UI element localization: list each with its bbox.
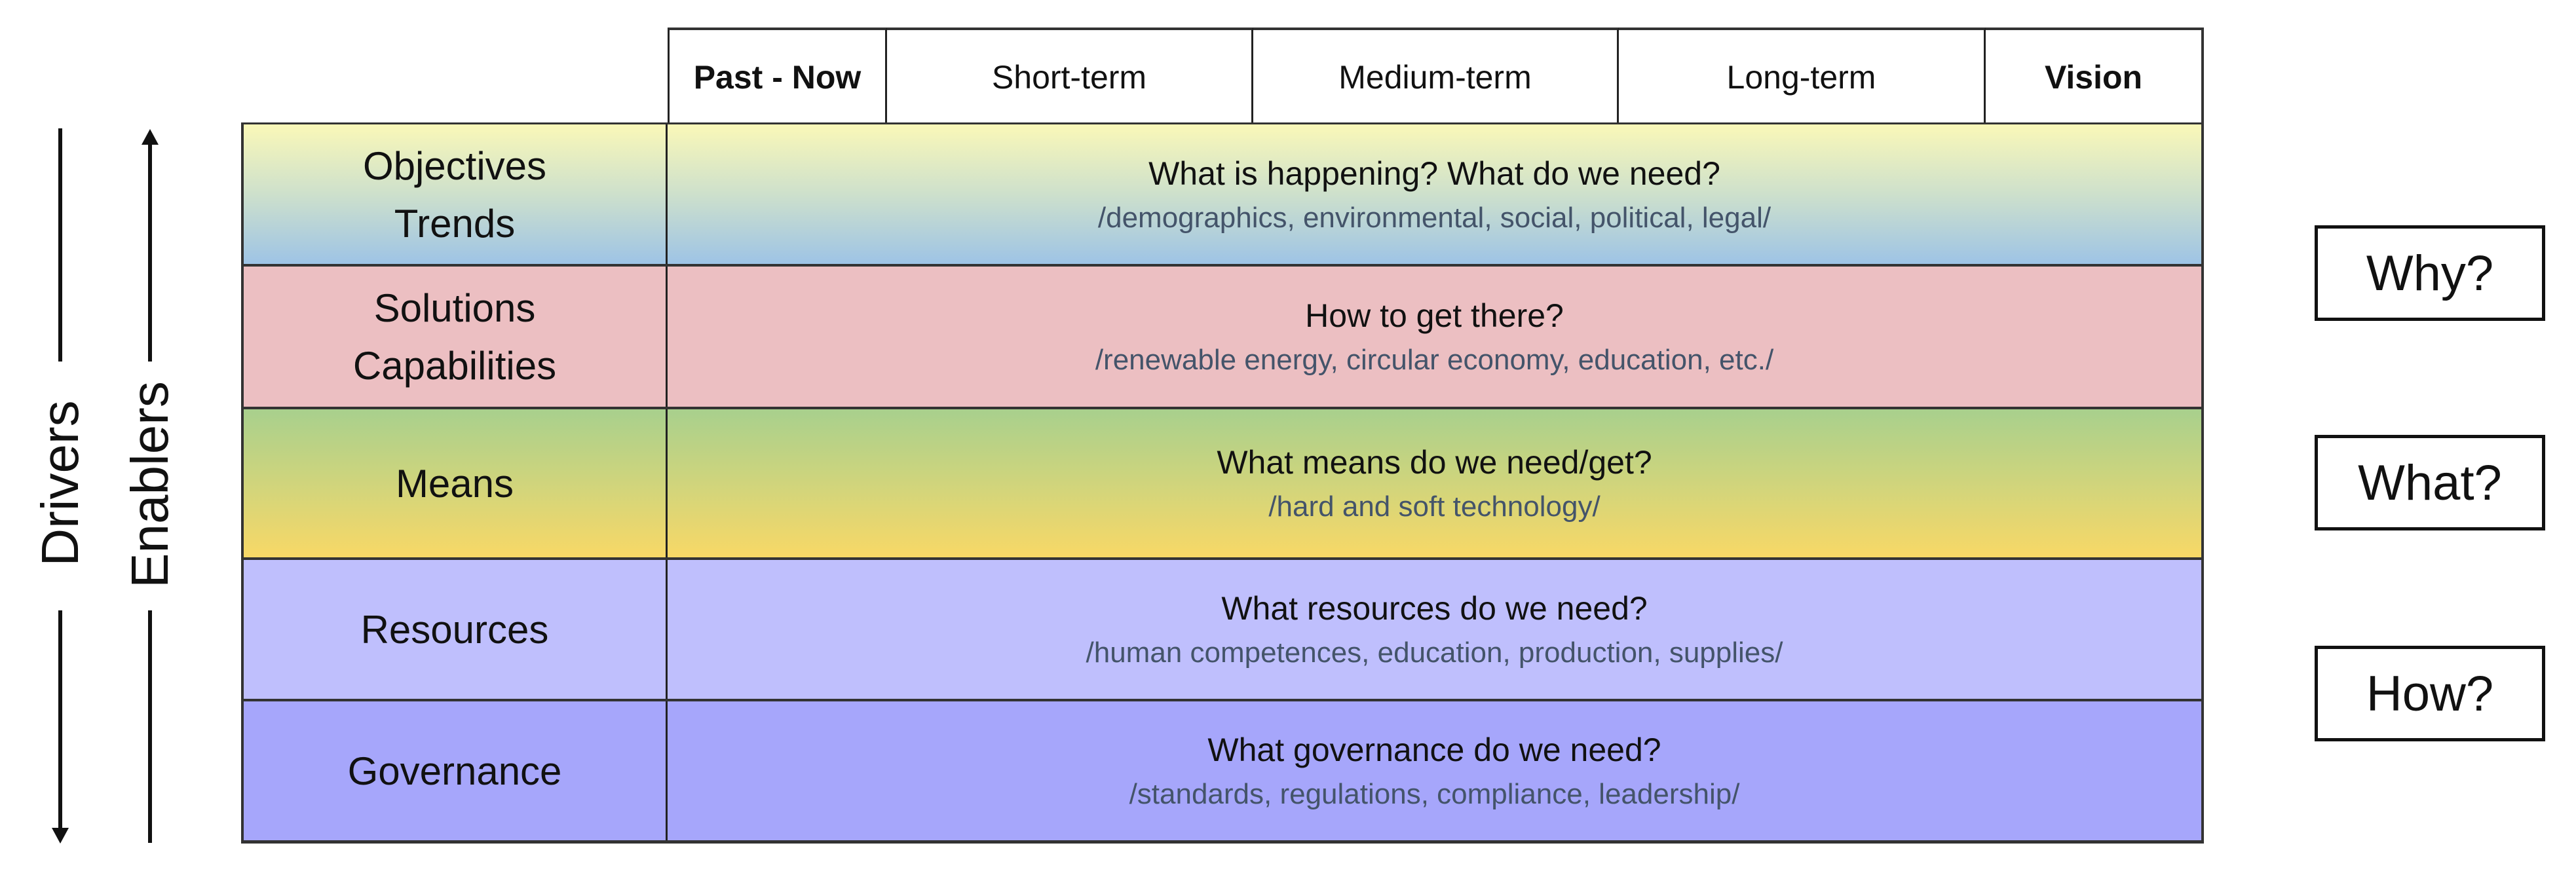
row-label: Means <box>241 409 668 558</box>
row-label-line: Capabilities <box>352 343 557 388</box>
header-medium-term: Medium-term <box>1253 28 1619 124</box>
header-past-now: Past - Now <box>668 28 887 124</box>
enablers-line-top <box>148 143 152 362</box>
row-content: What is happening? What do we need? /dem… <box>668 124 2204 265</box>
row-label-line: Trends <box>394 201 516 246</box>
row-content: What means do we need/get? /hard and sof… <box>668 409 2204 558</box>
row-label-line: Solutions <box>373 286 536 330</box>
row-content: What resources do we need? /human compet… <box>668 560 2204 699</box>
table-bottom-border <box>241 840 2204 844</box>
row-label: Objectives Trends <box>241 124 668 265</box>
row-content: What governance do we need? /standards, … <box>668 701 2204 841</box>
row-content: How to get there? /renewable energy, cir… <box>668 267 2204 407</box>
row-divider <box>241 407 2204 410</box>
row-means: Means What means do we need/get? /hard a… <box>241 409 2204 558</box>
what-box: What? <box>2315 435 2545 530</box>
row-divider <box>241 699 2204 702</box>
row-examples: /standards, regulations, compliance, lea… <box>1129 777 1740 810</box>
row-examples: /human competences, education, productio… <box>1086 636 1783 669</box>
row-examples: /renewable energy, circular economy, edu… <box>1095 343 1774 376</box>
row-question: What resources do we need? <box>1221 589 1648 627</box>
enablers-line-bottom <box>148 610 152 843</box>
row-divider <box>241 557 2204 561</box>
why-box: Why? <box>2315 225 2545 321</box>
row-label: Governance <box>241 701 668 841</box>
drivers-label: Drivers <box>31 400 89 567</box>
row-question: What means do we need/get? <box>1217 443 1652 481</box>
header-long-term: Long-term <box>1619 28 1986 124</box>
drivers-line-bottom <box>58 610 62 830</box>
row-governance: Governance What governance do we need? /… <box>241 701 2204 841</box>
row-examples: /hard and soft technology/ <box>1268 490 1601 523</box>
header-vision: Vision <box>1986 28 2204 124</box>
how-box: How? <box>2315 646 2545 741</box>
row-examples: /demographics, environmental, social, po… <box>1097 201 1771 234</box>
drivers-line-top <box>58 128 62 362</box>
row-question: What is happening? What do we need? <box>1148 155 1720 192</box>
row-label-line: Objectives <box>362 143 547 188</box>
row-divider <box>241 264 2204 267</box>
row-label: Resources <box>241 560 668 699</box>
row-label-line: Resources <box>360 607 549 652</box>
row-label-line: Means <box>395 461 514 506</box>
row-question: What governance do we need? <box>1207 731 1661 768</box>
arrow-down-icon <box>52 828 69 844</box>
row-question: How to get there? <box>1305 297 1564 334</box>
row-resources: Resources What resources do we need? /hu… <box>241 560 2204 699</box>
row-label-line: Governance <box>347 749 562 793</box>
header-short-term: Short-term <box>887 28 1253 124</box>
row-solutions-capabilities: Solutions Capabilities How to get there?… <box>241 267 2204 407</box>
row-objectives-trends: Objectives Trends What is happening? Wha… <box>241 124 2204 265</box>
row-label: Solutions Capabilities <box>241 267 668 407</box>
enablers-label: Enablers <box>121 381 179 588</box>
arrow-up-icon <box>142 129 159 145</box>
table-top-border <box>241 122 2204 126</box>
